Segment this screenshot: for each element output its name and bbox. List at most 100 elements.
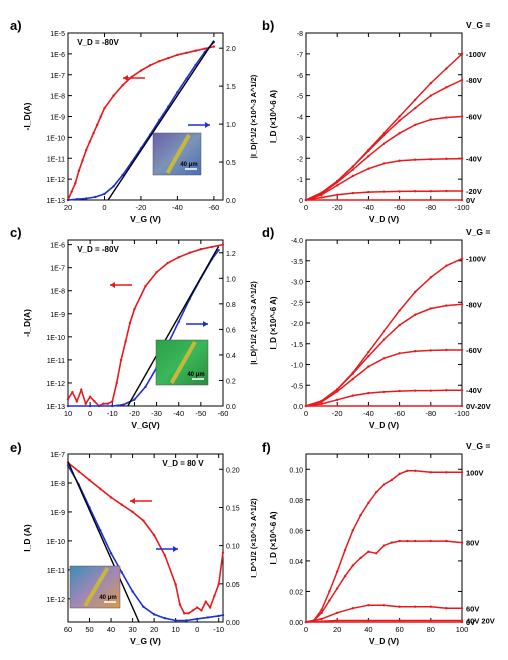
series-point xyxy=(336,193,339,196)
y-tick-label: 0.02 xyxy=(289,589,303,596)
series-line xyxy=(305,470,462,623)
series-red-point xyxy=(74,182,77,185)
series-point xyxy=(328,590,331,593)
series-point xyxy=(445,304,448,307)
axis-arrow-head xyxy=(123,75,128,81)
series-blue-point xyxy=(103,192,106,196)
nanowire-shape xyxy=(165,134,191,174)
y-right-tick-label: 1.0 xyxy=(226,122,236,129)
series-red-point xyxy=(167,56,170,60)
series-red-point xyxy=(119,358,123,362)
series-blue-point xyxy=(66,464,70,467)
y-left-tick-label: 1E-11 xyxy=(47,358,65,365)
series-red-point xyxy=(84,402,87,405)
series-red-point xyxy=(191,609,195,612)
series-point xyxy=(398,389,401,393)
y-axis-label: I_D (×10^-6 A) xyxy=(269,90,278,143)
series-point xyxy=(367,604,370,607)
series-blue-point xyxy=(85,197,88,200)
series-red-point xyxy=(166,261,169,265)
series-blue-point xyxy=(176,91,179,94)
series-point xyxy=(367,355,370,358)
series-point xyxy=(336,570,339,573)
series-blue-point xyxy=(99,529,102,532)
series-red-point xyxy=(163,554,167,557)
series-point xyxy=(398,309,401,312)
series-point xyxy=(429,349,432,352)
x-tick-label: 0 xyxy=(304,409,308,418)
series-red-point xyxy=(213,594,216,598)
series-blue-line xyxy=(67,41,215,201)
series-point xyxy=(320,611,323,615)
series-point xyxy=(460,78,464,82)
x-tick-label: -60 xyxy=(208,203,219,212)
y-left-tick-label: 1E-8 xyxy=(50,289,65,296)
series-label: 0V-20V xyxy=(466,402,491,411)
series-label: 100V xyxy=(466,468,484,477)
series-point xyxy=(429,307,432,310)
y-tick-label: 0.04 xyxy=(289,559,303,566)
series-point xyxy=(367,190,370,194)
series-red-point xyxy=(111,400,114,403)
series-point xyxy=(367,350,370,354)
series-point xyxy=(382,483,386,486)
y-left-tick-label: 1E-8 xyxy=(50,94,65,101)
series-point xyxy=(445,157,448,161)
series-point xyxy=(398,619,401,622)
y-right-axis-label: I_D^1/2 (×10^-3 A^1/2) xyxy=(249,498,258,578)
y-left-tick-label: 1E-7 xyxy=(50,73,65,80)
series-point xyxy=(406,469,409,472)
series-point xyxy=(304,198,308,202)
series-label: -20V xyxy=(466,187,482,196)
series-point xyxy=(320,402,323,406)
series-point xyxy=(351,174,354,178)
series-point xyxy=(351,607,354,610)
series-point xyxy=(460,620,464,624)
series-red-point xyxy=(217,583,220,586)
gate-voltage-header: V_G = xyxy=(466,227,490,237)
x-axis-label: V_G (V) xyxy=(130,636,161,646)
y-right-axis-label: |I_D|^1/2 (×10^-3 A^1/2) xyxy=(249,74,258,158)
series-point xyxy=(429,94,432,97)
scale-bar-label: 40 μm xyxy=(187,372,204,378)
series-point xyxy=(382,604,386,607)
series-red-point xyxy=(124,340,127,343)
y-tick-label: -7 xyxy=(297,52,303,59)
x-tick-label: -80 xyxy=(425,203,436,212)
series-label: 80V xyxy=(466,539,479,548)
series-point xyxy=(429,539,432,543)
series-point xyxy=(398,132,401,135)
x-tick-label: 0 xyxy=(88,409,92,418)
series-red-point xyxy=(155,271,158,274)
y-tick-label: 0.00 xyxy=(289,620,303,627)
y-right-axis-label: |I_D|^1/2 (×10^-3 A^1/2) xyxy=(249,281,258,365)
series-label: -40V xyxy=(466,386,482,395)
y-left-axis-label: -I_D(A) xyxy=(22,102,32,130)
series-point xyxy=(351,168,354,171)
x-tick-label: -20 xyxy=(129,409,140,418)
series-red-point xyxy=(221,551,225,554)
series-point xyxy=(414,350,417,353)
y-left-tick-label: 1E-6 xyxy=(50,243,65,250)
series-red-point xyxy=(71,390,74,394)
series-red-point xyxy=(115,381,118,385)
series-point xyxy=(398,159,401,162)
series-point xyxy=(414,469,417,472)
series-point xyxy=(445,67,448,70)
series-red-point xyxy=(200,609,203,612)
y-right-tick-label: 0.20 xyxy=(226,467,240,474)
series-point xyxy=(460,389,464,392)
series-point xyxy=(336,390,339,393)
series-point xyxy=(398,115,401,118)
x-axis-label: V_G(V) xyxy=(131,420,160,430)
series-point xyxy=(429,619,432,622)
series-point xyxy=(304,404,308,408)
series-red-point xyxy=(112,94,115,97)
series-point xyxy=(460,471,464,474)
x-tick-label: -100 xyxy=(454,409,469,418)
y-tick-label: -6 xyxy=(297,73,303,80)
series-blue-point xyxy=(133,398,136,401)
y-right-tick-label: 0.8 xyxy=(226,302,236,309)
series-point xyxy=(460,157,464,160)
